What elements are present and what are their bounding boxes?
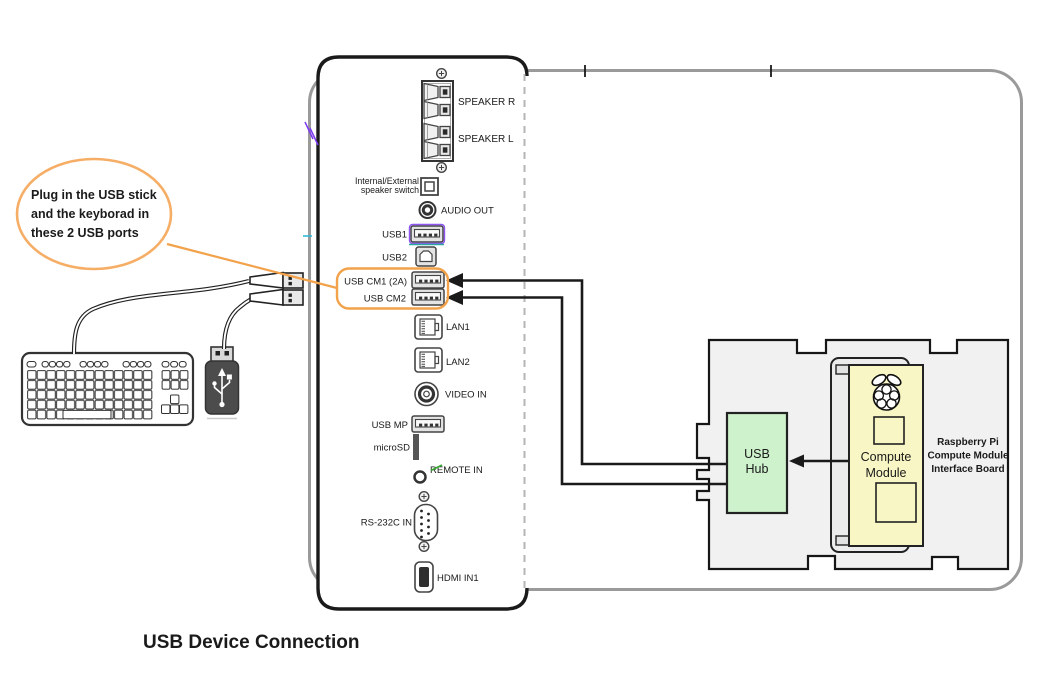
lan1-port xyxy=(414,314,443,340)
board-title-line1: Raspberry Pi xyxy=(937,437,999,448)
keyboard-illustration xyxy=(20,351,195,427)
compute-module-label-line1: Compute xyxy=(861,450,912,464)
cm2-to-hub-line xyxy=(461,296,726,486)
nav-key-cluster xyxy=(161,370,189,390)
screw-icon xyxy=(436,67,447,80)
usb-mp-label: USB MP xyxy=(372,420,408,431)
usb-hub-box xyxy=(725,411,789,515)
callout-bubble: Plug in the USB stick and the keyborad i… xyxy=(15,157,338,290)
usb-mp-port xyxy=(411,415,445,433)
space-bar xyxy=(62,409,112,420)
usb2-label: USB2 xyxy=(382,253,407,264)
page-title: USB Device Connection xyxy=(143,632,359,653)
enclosure-tick-marks xyxy=(584,65,772,77)
speaker-r-label: SPEAKER R xyxy=(458,97,515,108)
usb-hub-label-line1: USB xyxy=(744,447,770,461)
speaker-l-label: SPEAKER L xyxy=(458,134,514,145)
usb2-port xyxy=(415,246,437,267)
function-key-row xyxy=(26,361,187,368)
remote-in-label: REMOTE IN xyxy=(430,465,483,476)
callout-text-line3: these 2 USB ports xyxy=(31,226,139,240)
usb-cm1-label: USB CM1 (2A) xyxy=(344,277,407,288)
usb-cm-highlight xyxy=(335,267,450,310)
arrow-keys xyxy=(161,394,189,414)
usb-hub-label-line2: Hub xyxy=(746,462,769,476)
lan2-port xyxy=(414,347,443,373)
cm2-arrowhead xyxy=(446,290,463,305)
interface-board: Compute Module Raspberry Pi Compute Modu… xyxy=(695,338,1010,571)
compute-module-label-line2: Module xyxy=(866,466,907,480)
cm1-to-hub-line xyxy=(461,279,726,466)
usb-trident-icon xyxy=(212,368,232,408)
lan2-label: LAN2 xyxy=(446,357,470,368)
callout-leader-line xyxy=(166,242,338,290)
rs232c-label: RS-232C IN xyxy=(361,518,412,529)
green-pen-mark xyxy=(430,464,443,472)
chip-square-bottom xyxy=(875,482,917,523)
video-in-jack xyxy=(414,381,439,407)
usb1-port xyxy=(410,225,444,243)
usb1-label: USB1 xyxy=(382,230,407,241)
hdmi-port xyxy=(414,561,434,593)
purple-pen-marks xyxy=(304,121,319,146)
remote-in-jack xyxy=(413,470,427,484)
usb-cm2-label: USB CM2 xyxy=(364,294,406,305)
device-cables xyxy=(71,278,256,355)
board-title-line2: Compute Module xyxy=(927,451,1009,462)
callout-ellipse xyxy=(15,157,173,271)
chip-square-top xyxy=(873,416,905,445)
rs232c-port xyxy=(413,491,439,552)
speaker-terminal-block xyxy=(421,67,454,174)
board-title-line3: Interface Board xyxy=(931,464,1004,475)
usb-cm2-port xyxy=(411,288,445,306)
usb-connection-lines xyxy=(461,279,726,486)
cm1-arrowhead xyxy=(446,273,463,288)
usb1-pen-mark xyxy=(408,223,446,245)
microsd-label: microSD xyxy=(374,443,411,454)
speaker-switch-label-line2: speaker switch xyxy=(361,185,419,195)
video-in-label: VIDEO IN xyxy=(445,390,487,401)
hdmi-label: HDMI IN1 xyxy=(437,573,479,584)
speaker-switch-label-line1: Internal/External xyxy=(355,176,419,186)
raspberry-pi-logo-icon xyxy=(871,373,902,411)
callout-text-line2: and the keyborad in xyxy=(31,207,149,221)
audio-out-label: AUDIO OUT xyxy=(441,206,494,217)
screw-icon xyxy=(436,161,447,174)
microsd-slot xyxy=(413,434,419,460)
stick-usb-plug xyxy=(249,288,304,306)
speaker-switch xyxy=(420,177,439,196)
usb-cm1-port xyxy=(411,271,445,289)
lan1-label: LAN1 xyxy=(446,322,470,333)
keyboard-usb-plug xyxy=(249,271,304,289)
callout-text-line1: Plug in the USB stick xyxy=(31,188,157,202)
module-to-hub-arrowhead xyxy=(789,454,804,468)
usb-stick-illustration xyxy=(204,346,240,420)
audio-out-jack xyxy=(418,201,437,219)
